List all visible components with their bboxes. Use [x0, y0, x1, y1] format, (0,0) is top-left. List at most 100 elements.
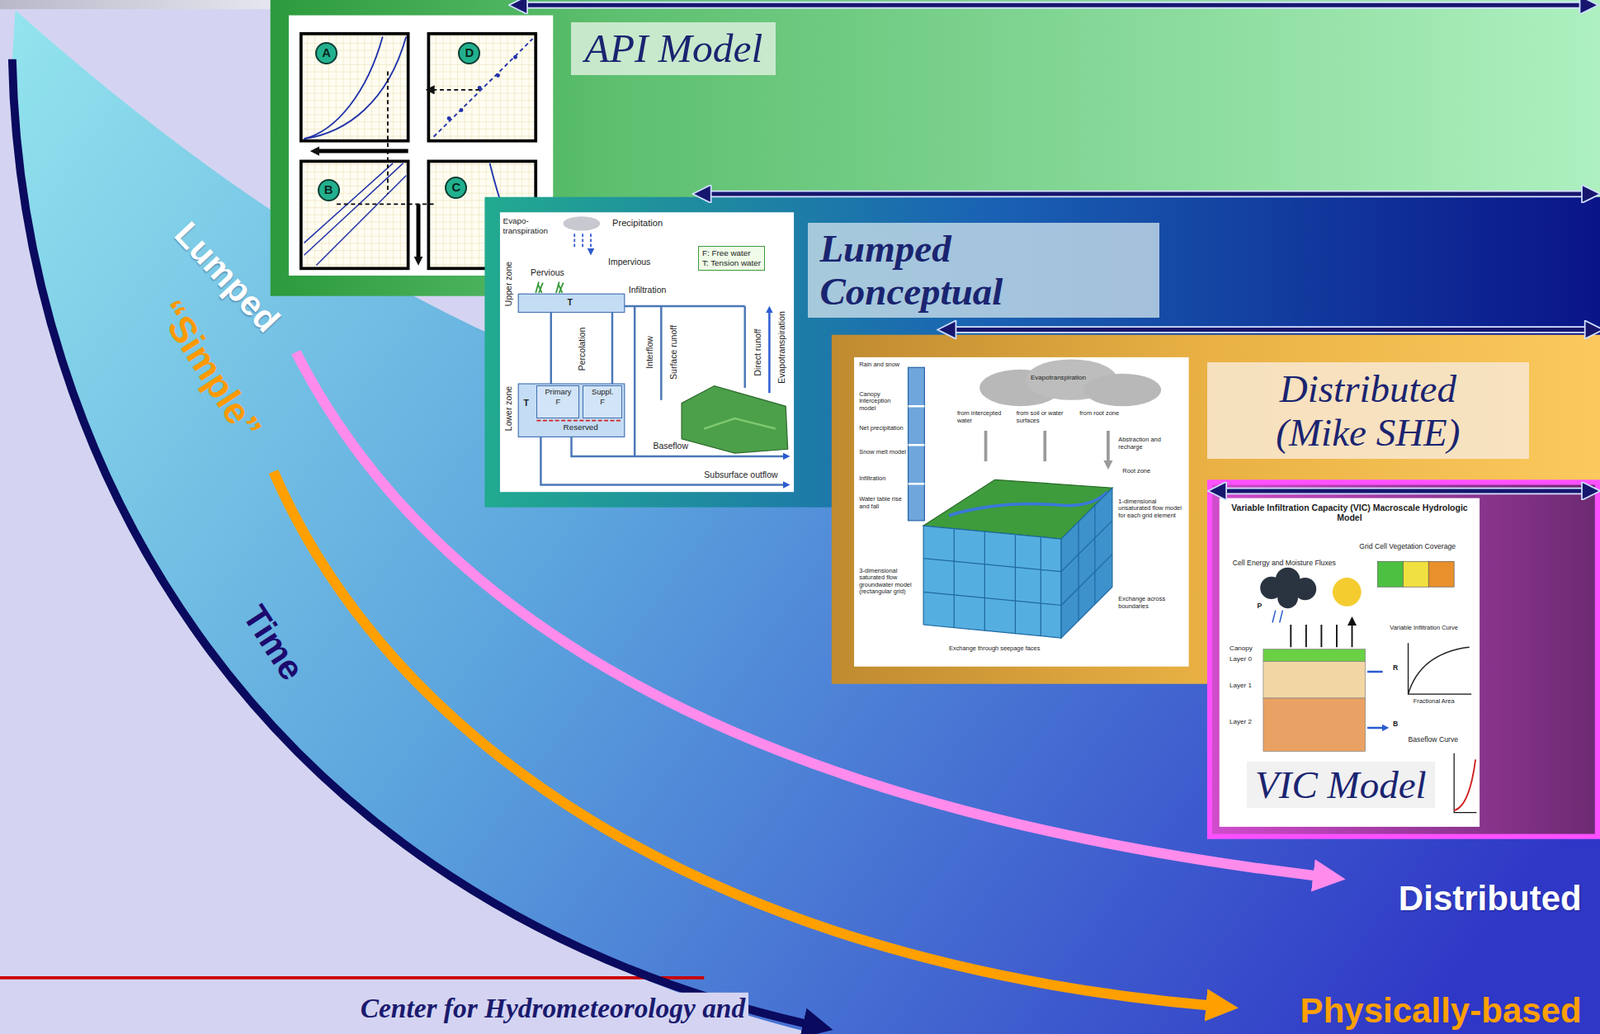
- lumped-panel-art: [518, 383, 625, 437]
- marker-letter: C: [451, 181, 461, 194]
- storage-text: F: [540, 397, 576, 407]
- footer-rule: [0, 976, 704, 980]
- span-arrow: [1224, 490, 1584, 491]
- footer-text: Center for Hydrometeorology and: [357, 992, 749, 1025]
- api-panel-art: [304, 37, 383, 140]
- span-arrow: [1224, 488, 1584, 493]
- figure-label: Precipitation: [612, 217, 663, 229]
- figure-label: Lower zone: [503, 386, 514, 431]
- span-arrow: [1224, 487, 1584, 496]
- figure-label: Upper zone: [503, 261, 514, 307]
- figure-label: T: [523, 397, 529, 408]
- distributed-trend-arrow: [296, 352, 1317, 877]
- figure-label: Rain and snow: [858, 361, 907, 369]
- span-arrow: [708, 192, 1584, 197]
- lumped-panel-art: [703, 418, 776, 429]
- lumped-panel-art: [768, 311, 770, 393]
- vic-panel-art: [1453, 759, 1476, 811]
- key-box: F: Free waterT: Tension water: [698, 245, 765, 271]
- figure-label: from intercepted water: [957, 410, 1013, 425]
- vic-panel-art: [1290, 624, 1352, 647]
- lumped-panel-art: [551, 311, 613, 384]
- vic-panel-art: [1408, 646, 1470, 694]
- marker-letter: D: [464, 47, 474, 60]
- vic-panel-art: [1277, 587, 1298, 609]
- figure-label: Baseflow Curve: [1408, 736, 1459, 745]
- vic-panel-art: [1209, 481, 1598, 836]
- span-arrow: [525, 4, 1582, 6]
- figure-label: Percolation: [576, 327, 587, 372]
- api-panel-art: [495, 73, 501, 78]
- figure-label: Net precipitation: [858, 424, 907, 433]
- api-panel-art: [434, 38, 534, 137]
- api-panel-art: [428, 33, 536, 142]
- vic-panel-art: [1402, 561, 1429, 587]
- vic-panel-art: [1272, 610, 1283, 624]
- key-text: T: Tension water: [702, 258, 761, 269]
- api-panel-art: [458, 108, 463, 113]
- vic-panel-art: [1263, 649, 1366, 662]
- storage-text: F: [586, 397, 619, 407]
- figure-label: T: [567, 297, 573, 307]
- figure-label: Evapotranspiration: [776, 311, 787, 384]
- distributed-panel-art: [923, 525, 1062, 638]
- quadrant-marker: A: [315, 42, 338, 65]
- api-panel-art: [513, 55, 518, 60]
- figure-label: Variable Infiltration Curve: [1389, 624, 1459, 633]
- lumped-panel-art: [535, 281, 563, 293]
- lumped-panel-art: [500, 212, 794, 492]
- figure-label: Pervious: [530, 267, 565, 278]
- quadrant-marker: B: [317, 179, 340, 202]
- api-panel-art: [318, 149, 409, 154]
- figure-label: Canopy: [1229, 644, 1253, 652]
- api-panel-art: [416, 203, 421, 257]
- span-arrow: [953, 329, 1587, 331]
- api-panel-art: [301, 160, 409, 269]
- distributed-panel-art: [923, 528, 1062, 637]
- figure-label: Interflow: [643, 335, 654, 369]
- figure-label: Infiltration: [858, 475, 907, 483]
- figure-label: B: [1392, 720, 1398, 729]
- lumped-panel-art: [518, 293, 625, 312]
- distributed-panel-art: [948, 491, 1108, 515]
- api-panel-art: [447, 116, 452, 121]
- model-panel: VIC Model: [1207, 479, 1600, 839]
- figure-label: Infiltration: [628, 284, 667, 295]
- figure-label: Water table rise and fall: [858, 495, 907, 510]
- figure-label: Grid Cell Vegetation Coverage: [1359, 542, 1456, 552]
- distributed-panel-art: [1061, 487, 1113, 638]
- top-bar: [0, 0, 271, 10]
- figure-label: from soil or water surfaces: [1016, 410, 1074, 425]
- quadrant-marker: C: [444, 176, 468, 199]
- figure-label: Exchange through seepage faces: [948, 645, 1082, 653]
- lumped-panel-art: [681, 386, 789, 454]
- span-arrow: [708, 193, 1584, 194]
- api-panel-art: [301, 33, 409, 142]
- span-arrow: [953, 325, 1587, 334]
- lumped-panel-art: [536, 420, 623, 422]
- vic-panel-art: [1209, 481, 1598, 836]
- storage-box: PrimaryF: [536, 385, 580, 419]
- figure-label: Baseflow: [652, 440, 689, 451]
- figure-label: Subsurface outflow: [703, 469, 778, 480]
- vic-panel-art: [1263, 661, 1366, 699]
- figure-label: Surface runoff: [668, 325, 679, 380]
- vic-panel-art: [1428, 561, 1454, 587]
- vic-panel-art: [1367, 671, 1383, 728]
- span-arrow: [953, 327, 1587, 332]
- key-text: F: Free water: [702, 248, 761, 259]
- outcome-label: Physically-based: [1300, 990, 1582, 1030]
- figure-label: from root zone: [1079, 410, 1133, 418]
- vic-panel-art: [1263, 698, 1366, 751]
- distributed-panel-art: [908, 405, 926, 484]
- panel-title: Lumped Conceptual: [807, 222, 1160, 318]
- api-panel-art: [387, 71, 389, 194]
- figure-label: Direct runoff: [752, 328, 763, 376]
- api-panel-art: [434, 89, 481, 91]
- figure-label: P: [1257, 602, 1263, 611]
- vic-panel-art: [1453, 753, 1477, 813]
- figure-label: Exchange across boundaries: [1118, 595, 1184, 610]
- storage-text: Suppl.: [586, 387, 619, 397]
